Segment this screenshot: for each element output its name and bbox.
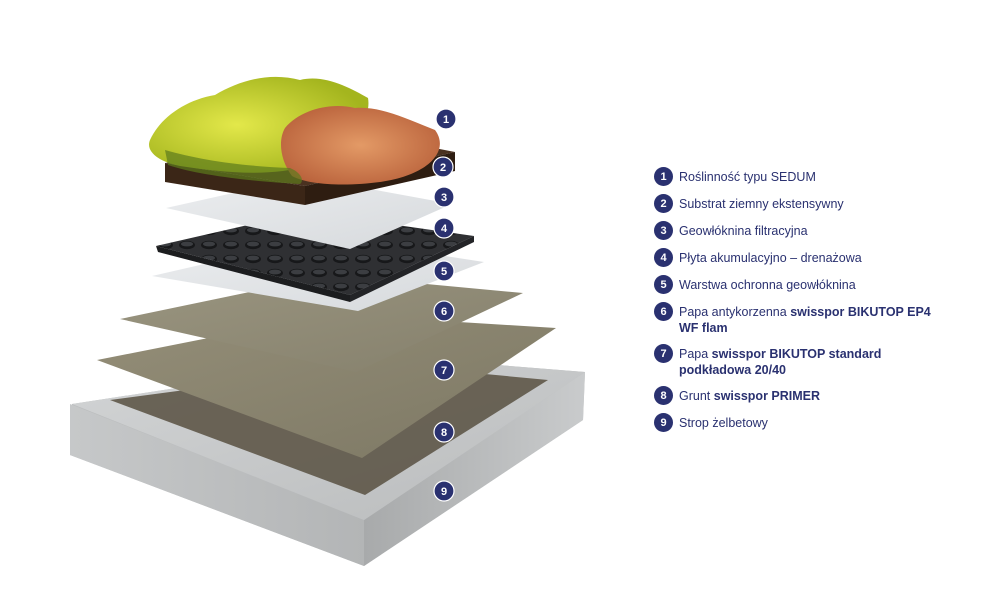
marker-number: 5 [441, 266, 447, 278]
legend-label-text: Papa antykorzenna [679, 305, 791, 319]
marker-3: 3 [433, 186, 455, 208]
legend-label-text: Warstwa ochronna geowłóknina [679, 278, 856, 292]
marker-circle [433, 186, 455, 208]
legend-item-9: 9 Strop żelbetowy [654, 413, 974, 432]
legend-label-text: Geowłóknina filtracyjna [679, 224, 808, 238]
marker-number: 9 [441, 486, 447, 498]
marker-circle [435, 108, 457, 130]
layer-drainage-board [156, 212, 474, 302]
legend-label: Papa antykorzenna swisspor BIKUTOP EP4 W… [679, 302, 939, 336]
legend-number-badge: 6 [654, 302, 673, 321]
marker-circle [433, 359, 455, 381]
legend-item-2: 2 Substrat ziemny ekstensywny [654, 194, 974, 213]
legend-number-badge: 1 [654, 167, 673, 186]
legend-label-text: Substrat ziemny ekstensywny [679, 197, 844, 211]
legend-number-badge: 8 [654, 386, 673, 405]
marker-2: 2 [432, 156, 454, 178]
marker-circle [433, 217, 455, 239]
legend-product-name: swisspor PRIMER [713, 389, 821, 403]
legend-item-5: 5 Warstwa ochronna geowłóknina [654, 275, 974, 294]
legend-label-text: Papa [679, 347, 712, 361]
marker-number: 7 [441, 365, 447, 377]
marker-number: 1 [443, 114, 449, 126]
legend-number-badge: 5 [654, 275, 673, 294]
marker-number: 4 [441, 223, 448, 235]
legend-item-1: 1 Roślinność typu SEDUM [654, 167, 974, 186]
legend-label-text: Grunt [679, 389, 714, 403]
layer-membrane-6 [120, 275, 523, 372]
legend-item-4: 4 Płyta akumulacyjno – drenażowa [654, 248, 974, 267]
layer-filter-fleece [166, 177, 452, 249]
legend-label: Roślinność typu SEDUM [679, 167, 816, 185]
legend-number-badge: 4 [654, 248, 673, 267]
legend-product-name: swisspor BIKUTOP standard podkładowa 20/… [679, 347, 882, 377]
marker-circle [432, 156, 454, 178]
marker-5: 5 [433, 260, 455, 282]
marker-7: 7 [433, 359, 455, 381]
legend-label: Płyta akumulacyjno – drenażowa [679, 248, 862, 266]
marker-number: 8 [441, 427, 447, 439]
legend-item-3: 3 Geowłóknina filtracyjna [654, 221, 974, 240]
marker-1: 1 [435, 108, 457, 130]
legend-label: Grunt swisspor PRIMER [679, 386, 820, 404]
marker-circle [433, 421, 455, 443]
legend-number-badge: 9 [654, 413, 673, 432]
marker-circle [433, 260, 455, 282]
legend-number-badge: 7 [654, 344, 673, 363]
legend-label: Strop żelbetowy [679, 413, 768, 431]
legend-item-6: 6 Papa antykorzenna swisspor BIKUTOP EP4 … [654, 302, 974, 336]
layer-legend: 1 Roślinność typu SEDUM 2 Substrat ziemny e… [654, 167, 974, 440]
marker-circle [433, 480, 455, 502]
layer-sedum-vegetation [149, 76, 440, 185]
diagram-markers: 1 2 3 4 5 6 7 8 9 [432, 108, 457, 502]
legend-label: Geowłóknina filtracyjna [679, 221, 808, 239]
legend-label: Papa swisspor BIKUTOP standard podkładow… [679, 344, 939, 378]
legend-item-8: 8 Grunt swisspor PRIMER [654, 386, 974, 405]
marker-number: 6 [441, 306, 447, 318]
marker-8: 8 [433, 421, 455, 443]
legend-item-7: 7 Papa swisspor BIKUTOP standard podkłado… [654, 344, 974, 378]
marker-6: 6 [433, 300, 455, 322]
legend-number-badge: 2 [654, 194, 673, 213]
legend-label-text: Płyta akumulacyjno – drenażowa [679, 251, 862, 265]
legend-product-name: swisspor BIKUTOP EP4 WF flam [679, 305, 931, 335]
legend-number-badge: 3 [654, 221, 673, 240]
layer-membrane-7 [97, 314, 556, 458]
legend-label: Substrat ziemny ekstensywny [679, 194, 844, 212]
legend-label: Warstwa ochronna geowłóknina [679, 275, 856, 293]
marker-number: 2 [440, 162, 446, 174]
marker-circle [433, 300, 455, 322]
marker-9: 9 [433, 480, 455, 502]
marker-4: 4 [433, 217, 455, 239]
marker-number: 3 [441, 192, 447, 204]
legend-label-text: Roślinność typu SEDUM [679, 170, 816, 184]
legend-label-text: Strop żelbetowy [679, 416, 768, 430]
